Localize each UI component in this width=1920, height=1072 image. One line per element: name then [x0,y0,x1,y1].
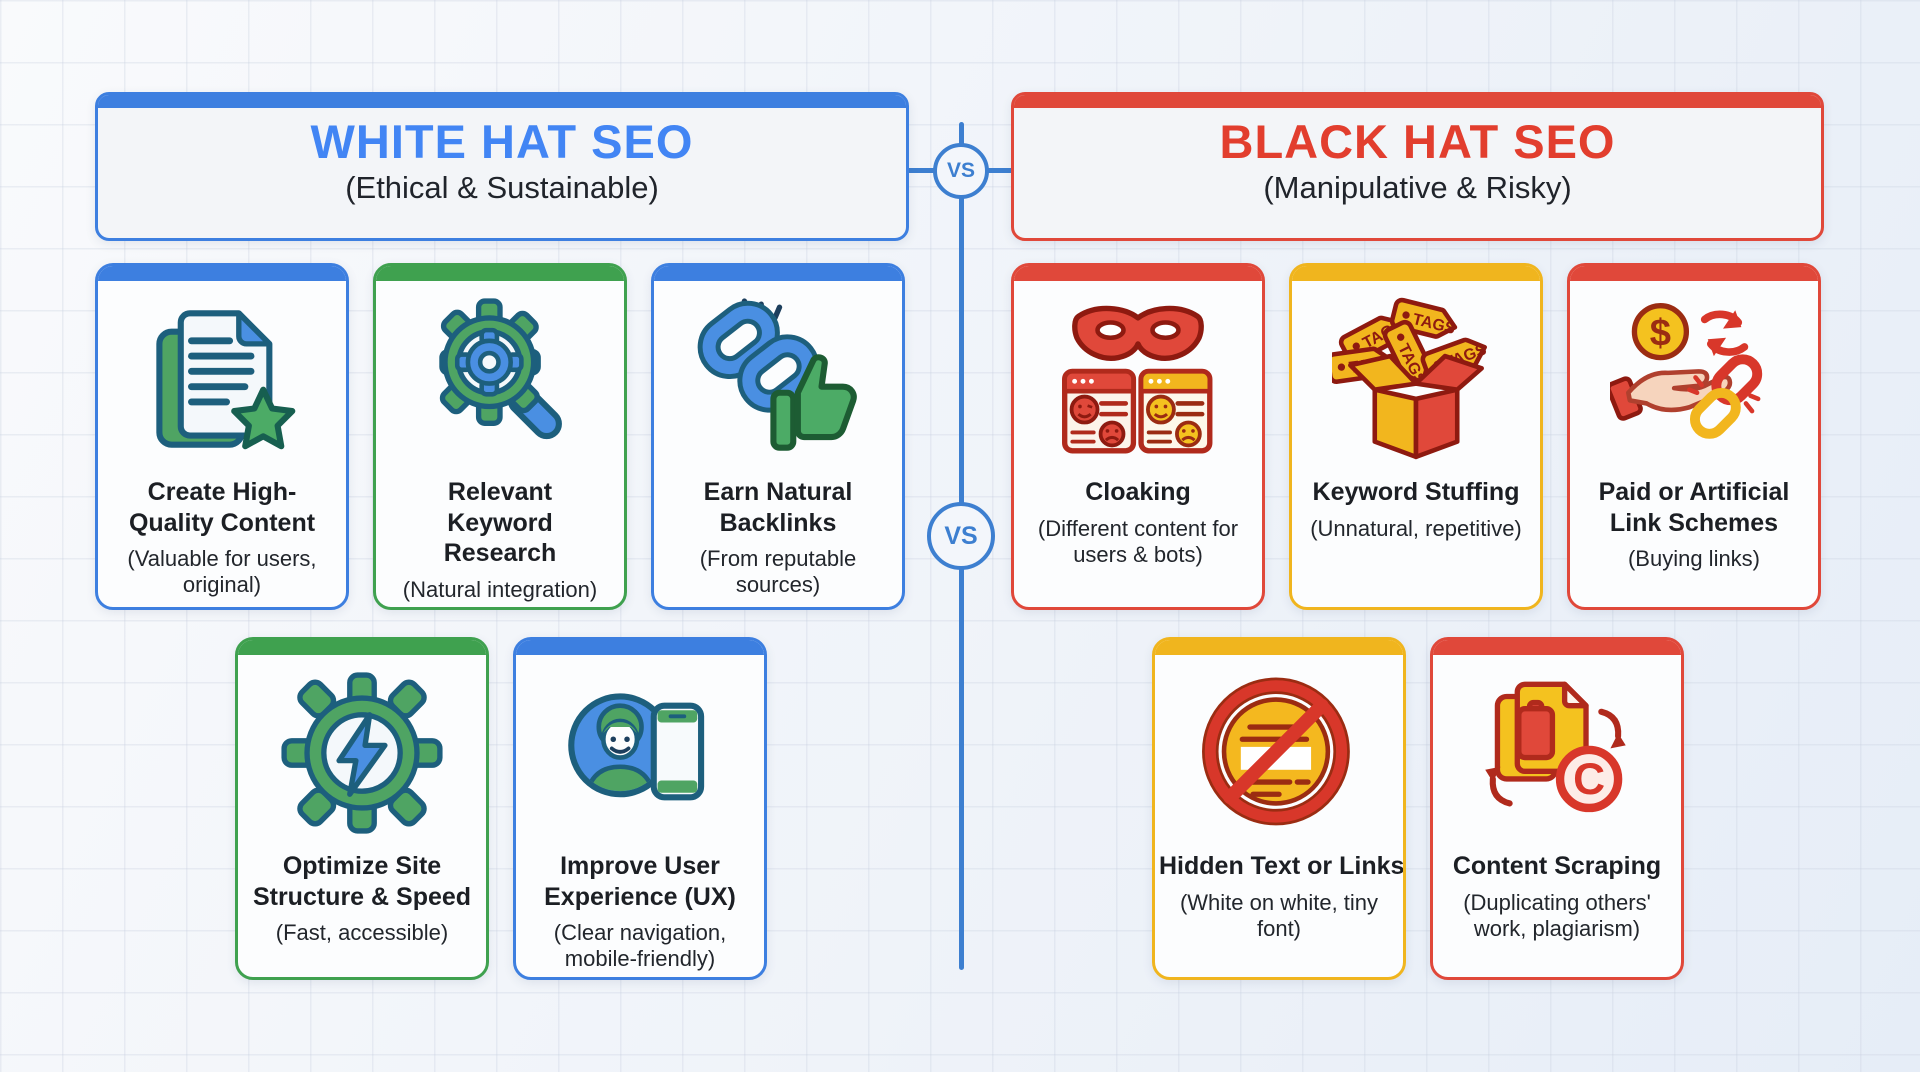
card-title: Hidden Text or Links [1159,852,1405,880]
card-subtitle: (Duplicating others' work, plagiarism) [1463,889,1651,941]
vs-middle-label: VS [944,521,978,550]
card-subtitle: (Buying links) [1627,546,1761,571]
svg-text:$: $ [1650,311,1671,354]
card-subtitle: (Different content for users & bots) [1037,515,1239,567]
card-subtitle: (Natural integration) [402,576,598,602]
card-subtitle: (Clear navigation, mobile-friendly) [553,920,727,972]
card-title: Paid or Artificial Link Schemes [1598,478,1790,537]
chain-thumbs-up-icon [697,298,857,451]
copy-copyright-icon: C [1485,681,1626,813]
gear-lightning-icon [281,672,443,834]
vs-left-connector [909,168,937,173]
white-hat-subtitle: (Ethical & Sustainable) [345,169,659,205]
card-create-high-quality-content: Create High-Quality Content (Valuable fo… [95,263,349,610]
card-accent-bar [516,640,764,655]
money-link-exchange-icon: $ [1610,303,1763,439]
vs-top-badge: VS [933,143,989,199]
card-title: Create High-Quality Content [128,478,316,537]
card-accent-bar [1570,266,1818,281]
card-subtitle: (Fast, accessible) [275,920,449,945]
tags-box-icon: TAGS TAGS TAGS TAGS [1332,297,1489,460]
card-subtitle: (Valuable for users, original) [127,546,317,598]
vs-top-label: VS [946,159,975,182]
gear-magnifier-icon [439,298,562,440]
card-accent-bar [1292,266,1540,281]
card-subtitle: (From reputable sources) [699,546,857,598]
black-hat-subtitle: (Manipulative & Risky) [1263,169,1572,205]
card-accent-bar [1433,640,1681,655]
white-hat-header: WHITE HAT SEO (Ethical & Sustainable) [95,92,909,241]
card-accent-bar [1014,266,1262,281]
card-earn-natural-backlinks: Earn Natural Backlinks (From reputable s… [651,263,905,610]
card-title: Content Scraping [1452,852,1662,880]
mask-browsers-icon [1062,305,1213,454]
vs-right-connector [985,168,1013,173]
document-star-icon [156,310,296,450]
card-keyword-stuffing: TAGS TAGS TAGS TAGS [1289,263,1543,610]
card-accent-bar [376,266,624,281]
card-title: Improve User Experience (UX) [544,852,736,911]
vs-middle-badge: VS [927,502,995,570]
card-accent-bar [238,640,486,655]
card-hidden-text-or-links: Hidden Text or Links (White on white, ti… [1152,637,1406,980]
card-accent-bar [1155,640,1403,655]
card-improve-user-experience: Improve User Experience (UX) (Clear navi… [513,637,767,980]
black-hat-header: BLACK HAT SEO (Manipulative & Risky) [1011,92,1824,241]
card-relevant-keyword-research: Relevant Keyword Research (Natural integ… [373,263,627,610]
black-hat-title: BLACK HAT SEO [1219,115,1616,168]
card-optimize-site-structure-speed: Optimize Site Structure & Speed (Fast, a… [235,637,489,980]
white-hat-title: WHITE HAT SEO [310,115,694,168]
card-title: Relevant Keyword Research [443,478,557,567]
card-cloaking: Cloaking (Different content for users & … [1011,263,1265,610]
card-title: Cloaking [1085,478,1191,506]
card-subtitle: (Unnatural, repetitive) [1310,515,1522,541]
card-content-scraping: C Content Scraping (Duplicating others' … [1430,637,1684,980]
card-accent-bar [654,266,902,281]
card-title: Keyword Stuffing [1312,478,1520,506]
card-subtitle: (White on white, tiny font) [1179,889,1379,941]
hidden-text-prohibited-icon [1202,677,1350,826]
card-paid-artificial-link-schemes: $ Paid or Artificial Link Sc [1567,263,1821,610]
user-phone-icon [568,693,705,801]
white-hat-header-accent-bar [98,95,906,108]
card-title: Optimize Site Structure & Speed [252,852,472,911]
card-title: Earn Natural Backlinks [703,478,853,537]
svg-text:C: C [1573,755,1605,804]
black-hat-header-accent-bar [1014,95,1821,108]
card-accent-bar [98,266,346,281]
